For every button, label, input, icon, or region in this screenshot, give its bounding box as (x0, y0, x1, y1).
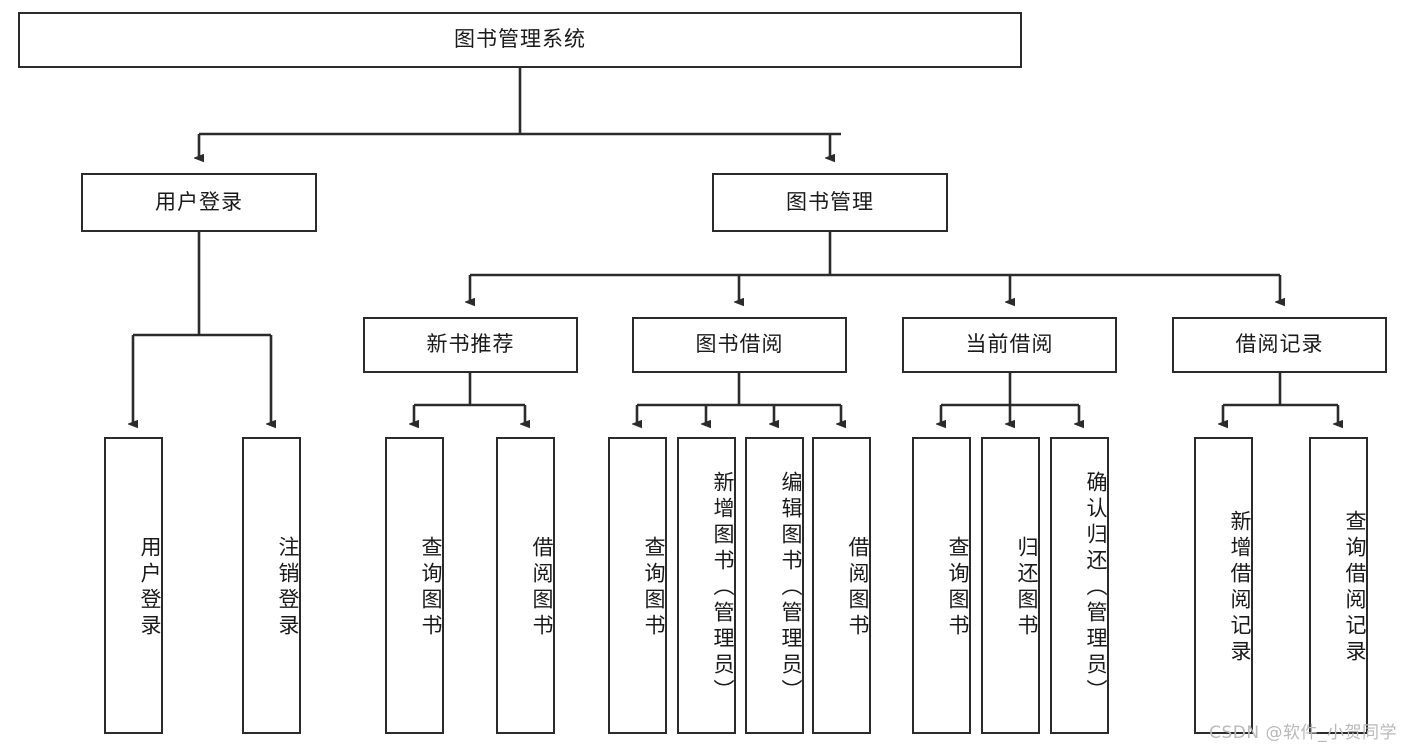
node-leaf-query-book-1-label: 查询图书 (419, 535, 443, 640)
node-leaf-return-book-label: 归还图书 (1015, 535, 1039, 640)
node-root[interactable]: 图书管理系统 (18, 12, 1022, 68)
node-leaf-query-book-2-label: 查询图书 (642, 535, 666, 640)
node-book-borrow-label: 图书借阅 (695, 332, 784, 357)
node-leaf-borrow-book-1-label: 借阅图书 (530, 535, 554, 640)
node-leaf-edit-book-label: 编辑图书（管理员） (779, 470, 803, 705)
node-borrow-record-label: 借阅记录 (1235, 332, 1324, 357)
node-current-borrow-label: 当前借阅 (965, 332, 1054, 357)
node-leaf-add-record[interactable]: 新增借阅记录 (1194, 437, 1253, 734)
node-current-borrow[interactable]: 当前借阅 (902, 317, 1117, 373)
node-new-book-rec[interactable]: 新书推荐 (363, 317, 578, 373)
node-leaf-add-record-label: 新增借阅记录 (1228, 509, 1252, 666)
node-borrow-record[interactable]: 借阅记录 (1172, 317, 1387, 373)
node-leaf-query-book-1[interactable]: 查询图书 (385, 437, 444, 734)
node-leaf-borrow-book-1[interactable]: 借阅图书 (496, 437, 555, 734)
node-root-label: 图书管理系统 (454, 27, 586, 52)
node-leaf-borrow-book-2-label: 借阅图书 (846, 535, 870, 640)
node-leaf-user-login[interactable]: 用户登录 (104, 437, 163, 734)
node-leaf-user-login-label: 用户登录 (138, 535, 162, 640)
node-leaf-logout-label: 注销登录 (276, 535, 300, 640)
node-new-book-rec-label: 新书推荐 (426, 332, 515, 357)
node-leaf-add-book[interactable]: 新增图书（管理员） (677, 437, 736, 734)
node-leaf-query-book-2[interactable]: 查询图书 (608, 437, 667, 734)
node-leaf-query-book-3[interactable]: 查询图书 (912, 437, 971, 734)
node-leaf-edit-book[interactable]: 编辑图书（管理员） (745, 437, 804, 734)
node-leaf-return-book[interactable]: 归还图书 (981, 437, 1040, 734)
node-book-borrow[interactable]: 图书借阅 (632, 317, 847, 373)
node-user-login[interactable]: 用户登录 (81, 173, 317, 232)
node-leaf-confirm-return[interactable]: 确认归还（管理员） (1050, 437, 1109, 734)
node-leaf-query-record-label: 查询借阅记录 (1343, 509, 1367, 666)
node-book-manage[interactable]: 图书管理 (712, 173, 948, 232)
node-user-login-label: 用户登录 (155, 189, 243, 214)
node-leaf-query-record[interactable]: 查询借阅记录 (1309, 437, 1368, 734)
node-leaf-confirm-return-label: 确认归还（管理员） (1084, 470, 1108, 705)
node-book-manage-label: 图书管理 (786, 189, 874, 214)
node-leaf-query-book-3-label: 查询图书 (946, 535, 970, 640)
node-leaf-logout[interactable]: 注销登录 (242, 437, 301, 734)
node-leaf-borrow-book-2[interactable]: 借阅图书 (812, 437, 871, 734)
node-leaf-add-book-label: 新增图书（管理员） (711, 470, 735, 705)
